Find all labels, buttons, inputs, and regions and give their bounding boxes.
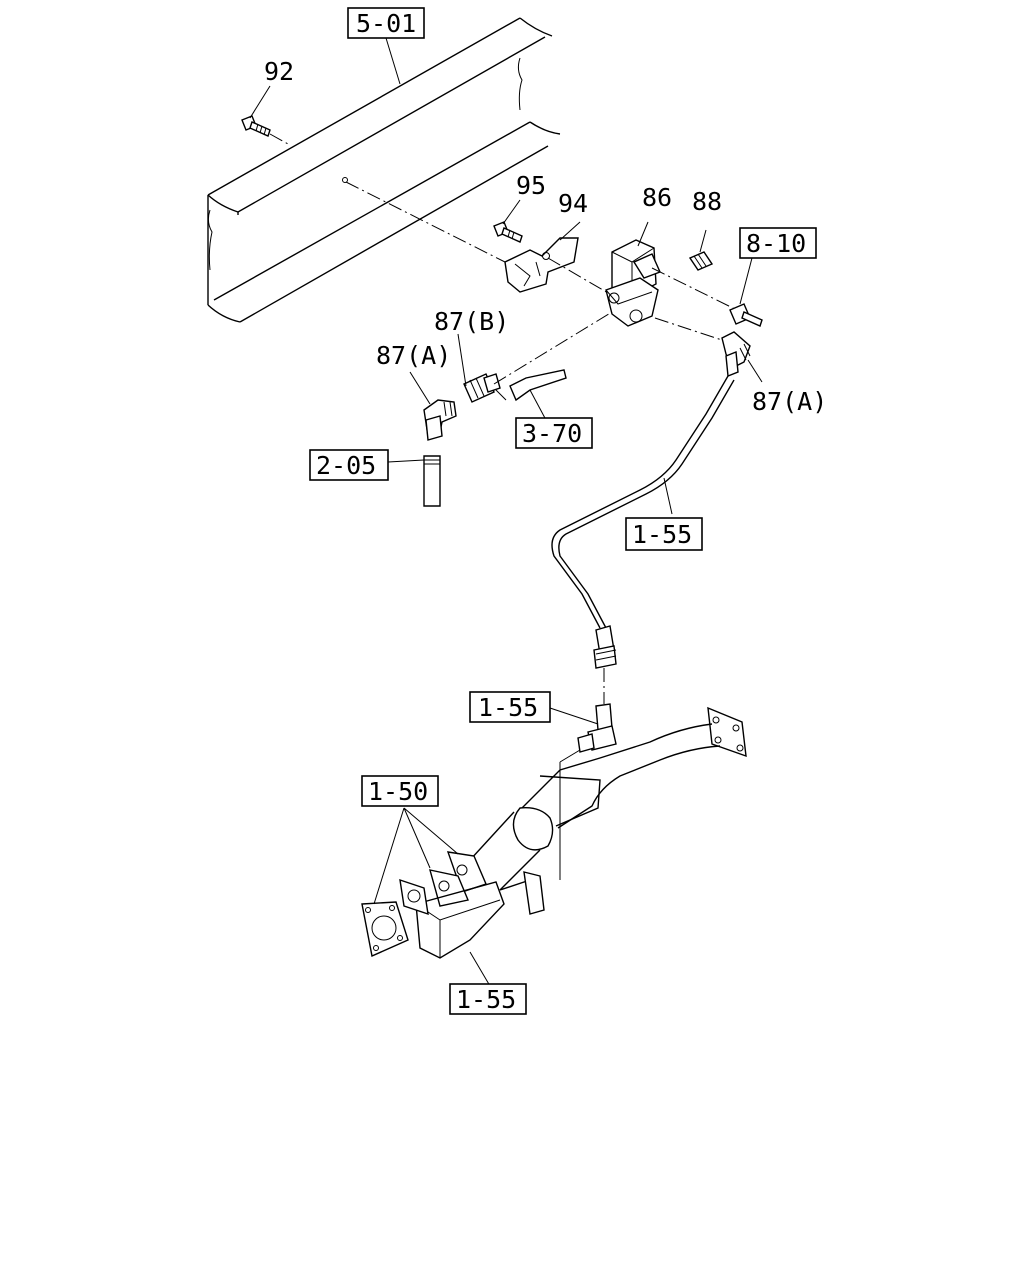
label-87a-right: 87(A)	[752, 387, 827, 416]
ref-box-2-05: 2-05	[309, 449, 389, 481]
ref-box-1-55-fitting: 1-55	[469, 691, 551, 723]
ref-5-01-text: 5-01	[356, 9, 416, 38]
frame-rail	[207, 17, 561, 323]
ref-1-55-hose-text: 1-55	[632, 520, 692, 549]
ref-box-1-55-hose: 1-55	[625, 517, 703, 551]
label-88: 88	[692, 187, 722, 216]
label-92: 92	[264, 57, 294, 86]
part-labels: 92 95 94 86 88 87(B) 87(A) 87(A)	[264, 57, 827, 416]
label-86: 86	[642, 183, 672, 212]
ref-box-1-55-bottom: 1-55	[449, 983, 527, 1015]
bracket-94	[504, 221, 621, 301]
connector-pin-8-10	[729, 257, 763, 327]
hose-1-55	[551, 375, 735, 704]
solenoid-valve-86	[605, 221, 746, 327]
plug-88	[688, 229, 714, 271]
elbow-87a-right	[654, 317, 763, 383]
ref-box-3-70: 3-70	[515, 417, 593, 449]
label-87b: 87(B)	[434, 307, 509, 336]
bolt-92	[241, 85, 289, 145]
label-87a-left: 87(A)	[376, 341, 451, 370]
nipple-87b	[457, 311, 613, 403]
union-fitting	[549, 703, 617, 880]
ref-1-55-bottom-text: 1-55	[456, 985, 516, 1014]
ref-box-1-50: 1-50	[361, 775, 439, 807]
ref-1-55-fitting-text: 1-55	[478, 693, 538, 722]
ref-3-70-text: 3-70	[522, 419, 582, 448]
elbow-87a-left	[409, 371, 457, 441]
ref-8-10-text: 8-10	[746, 229, 806, 258]
pipe-3-70	[509, 369, 567, 421]
pipe-2-05	[387, 455, 441, 507]
ref-1-50-text: 1-50	[368, 777, 428, 806]
ref-2-05-text: 2-05	[316, 451, 376, 480]
label-95: 95	[516, 171, 546, 200]
ref-box-5-01: 5-01	[347, 7, 425, 85]
exhaust-pipe	[361, 706, 747, 987]
bolt-95	[493, 199, 523, 243]
label-94: 94	[558, 189, 588, 218]
ref-box-8-10: 8-10	[739, 227, 817, 259]
